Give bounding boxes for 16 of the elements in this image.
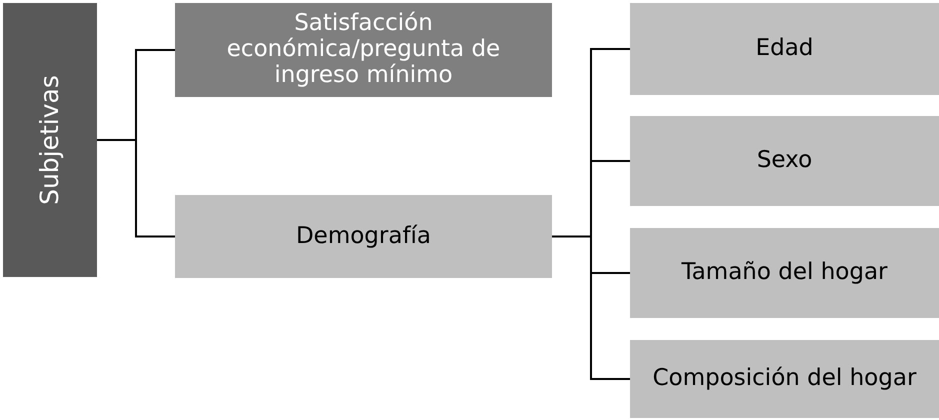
connector-line	[552, 236, 630, 380]
box-label: Tamaño del hogar	[681, 260, 888, 286]
category-box	[630, 116, 939, 206]
box-label: Satisfacción económica/pregunta de ingreso mínimo	[226, 11, 502, 89]
connector-line	[97, 139, 175, 238]
box-label: Edad	[756, 36, 814, 62]
box-label: Composición del hogar	[652, 366, 916, 392]
category-box	[175, 195, 552, 278]
category-box	[175, 3, 552, 97]
box-label: Sexo	[756, 148, 812, 174]
category-box	[630, 340, 939, 418]
category-box	[630, 3, 939, 95]
box-label: Subjetivas	[36, 75, 64, 205]
category-box	[3, 3, 97, 277]
box-label: Demografía	[296, 224, 432, 250]
category-box	[630, 228, 939, 318]
